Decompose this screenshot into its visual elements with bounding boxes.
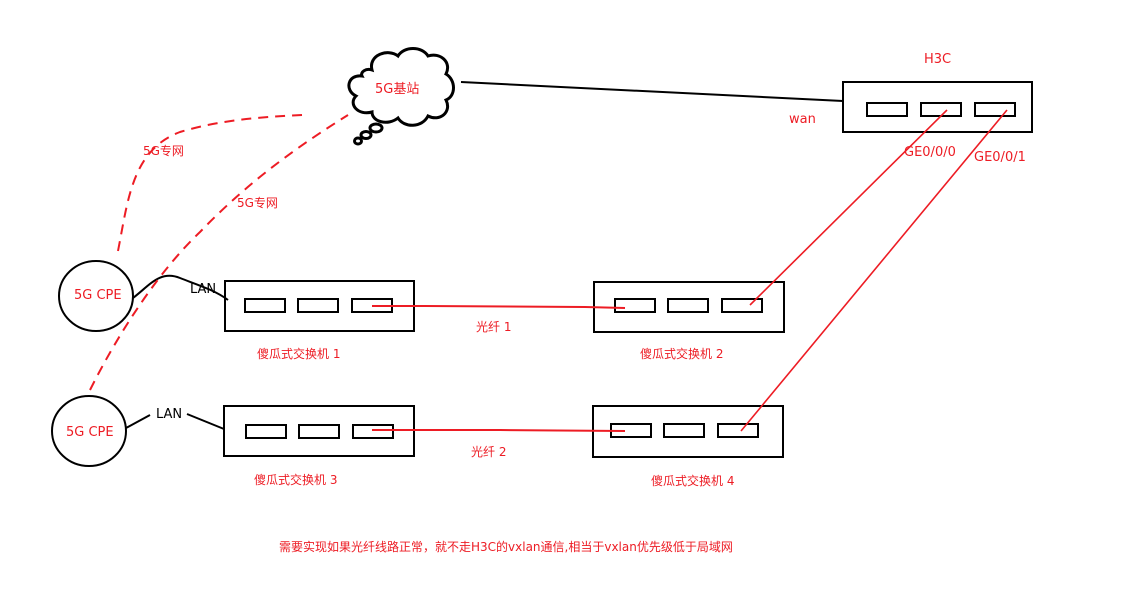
switch-2-port-3 — [721, 298, 763, 313]
switch-2-label: 傻瓜式交换机 2 — [640, 347, 724, 361]
lan-2-label: LAN — [156, 407, 183, 422]
switch-1-label: 傻瓜式交换机 1 — [257, 347, 341, 361]
h3c-label: H3C — [924, 52, 952, 67]
ge001-label: GE0/0/1 — [974, 150, 1026, 165]
private-net-link-2 — [89, 114, 349, 391]
switch-3-label: 傻瓜式交换机 3 — [254, 473, 338, 487]
lan-link-1 — [132, 274, 229, 301]
private-net-link-1 — [117, 114, 303, 252]
fiber-2-label: 光纤 2 — [471, 445, 507, 459]
switch-3-port-3 — [352, 424, 394, 439]
h3c-port-ge000 — [920, 102, 962, 117]
fiber-link-2 — [372, 429, 626, 432]
cloud-tail-bubble-1 — [368, 122, 384, 134]
lan-link-2-b — [186, 413, 225, 430]
base-station-label: 5G基站 — [375, 82, 420, 97]
cloud-shape — [347, 47, 455, 127]
h3c-router — [842, 81, 1033, 133]
switch-3-port-1 — [245, 424, 287, 439]
fiber-1-label: 光纤 1 — [476, 320, 512, 334]
requirement-note: 需要实现如果光纤线路正常，就不走H3C的vxlan通信,相当于vxlan优先级低… — [279, 540, 733, 554]
private-net-1-label: 5G专网 — [143, 144, 184, 158]
switch-3-port-2 — [298, 424, 340, 439]
switch-4-port-2 — [663, 423, 705, 438]
ge001-link — [740, 109, 1008, 432]
switch-2-port-2 — [667, 298, 709, 313]
base-station-cloud — [347, 47, 455, 146]
wan-label: wan — [789, 112, 816, 127]
switch-1-port-1 — [244, 298, 286, 313]
cloud-tail-bubble-3 — [353, 136, 363, 146]
lan-1-label: LAN — [190, 282, 217, 297]
lan-link-2-a — [125, 414, 151, 429]
cpe-1-node — [58, 260, 134, 332]
cloud-tail-bubble-2 — [359, 130, 373, 140]
switch-1-port-2 — [297, 298, 339, 313]
h3c-port-ge001 — [974, 102, 1016, 117]
fiber-link-1 — [372, 305, 626, 309]
cpe-2-node — [51, 395, 127, 467]
ge000-label: GE0/0/0 — [904, 145, 956, 160]
private-net-2-label: 5G专网 — [237, 196, 278, 210]
cpe-2-label: 5G CPE — [66, 425, 114, 440]
switch-4-port-3 — [717, 423, 759, 438]
wan-link — [460, 81, 844, 102]
switch-2 — [593, 281, 785, 333]
switch-2-port-1 — [614, 298, 656, 313]
cpe-1-label: 5G CPE — [74, 288, 122, 303]
switch-4-label: 傻瓜式交换机 4 — [651, 474, 735, 488]
h3c-port-wan — [866, 102, 908, 117]
switch-1 — [224, 280, 415, 332]
ge000-link — [749, 109, 948, 306]
